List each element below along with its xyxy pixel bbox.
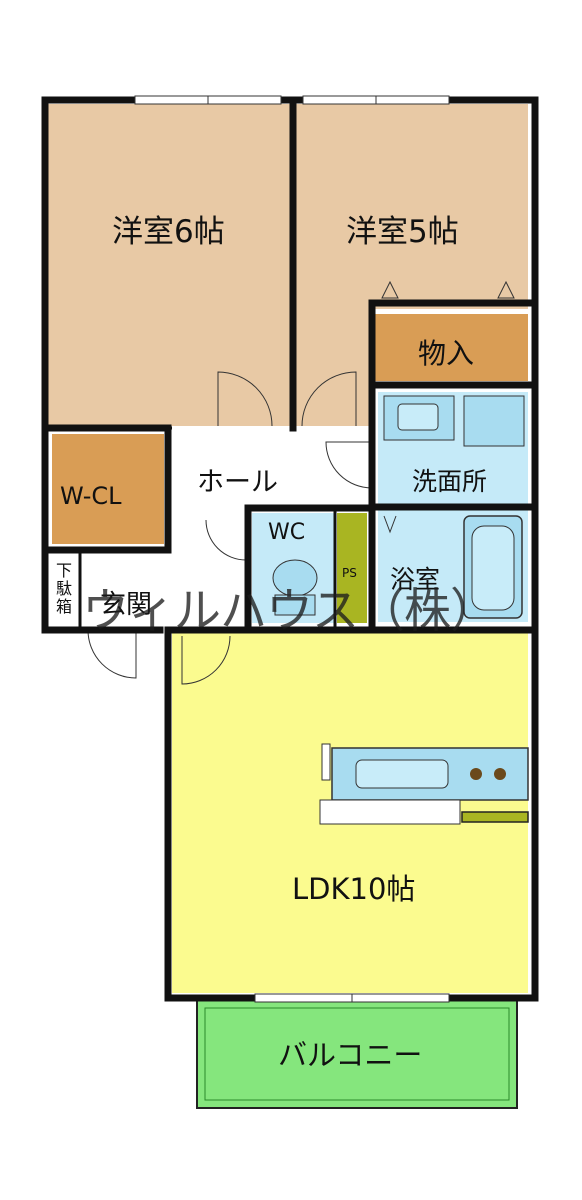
- label-bathroom: 浴室: [390, 565, 441, 594]
- door-swings: [87, 280, 515, 685]
- room-balcony: [196, 999, 518, 1109]
- room-pipe-space: [337, 513, 367, 623]
- label-western-room-6: 洋室6帖: [112, 214, 225, 250]
- label-balcony: バルコニー: [278, 1038, 423, 1072]
- washbasin-bowl: [397, 403, 439, 431]
- kitchen-rangehood: [461, 811, 529, 823]
- window-lines: [207, 96, 377, 1002]
- bathtub-inner: [471, 525, 515, 611]
- label-walk-in-closet: W-CL: [60, 482, 122, 510]
- label-storage: 物入: [418, 337, 475, 370]
- label-shoe-box: 下駄箱: [56, 561, 73, 616]
- balcony-inner: [204, 1007, 510, 1101]
- stove-burner: [494, 768, 506, 780]
- room-storage: [375, 314, 528, 381]
- kitchen-wall-panel: [319, 799, 461, 825]
- kitchen-sink: [355, 759, 449, 789]
- toilet-tank: [274, 594, 316, 616]
- washer-space: [463, 395, 525, 447]
- stove-burner: [470, 768, 482, 780]
- label-pipe-space: PS: [342, 566, 357, 580]
- label-washroom: 洗面所: [412, 467, 488, 496]
- label-ldk: LDK10帖: [292, 872, 416, 906]
- room-western-6: [47, 104, 290, 426]
- thin-walls: [78, 426, 337, 628]
- label-toilet: WC: [268, 520, 306, 545]
- label-entrance: 玄関: [100, 590, 153, 620]
- kitchen-side-wall: [321, 743, 331, 781]
- label-hall: ホール: [197, 467, 278, 498]
- room-western-5-lower: [296, 300, 372, 426]
- label-western-room-5: 洋室5帖: [346, 214, 459, 250]
- room-western-5: [296, 104, 528, 309]
- room-wcl: [52, 434, 164, 544]
- watermark: ウィルハウス（株）: [82, 584, 497, 639]
